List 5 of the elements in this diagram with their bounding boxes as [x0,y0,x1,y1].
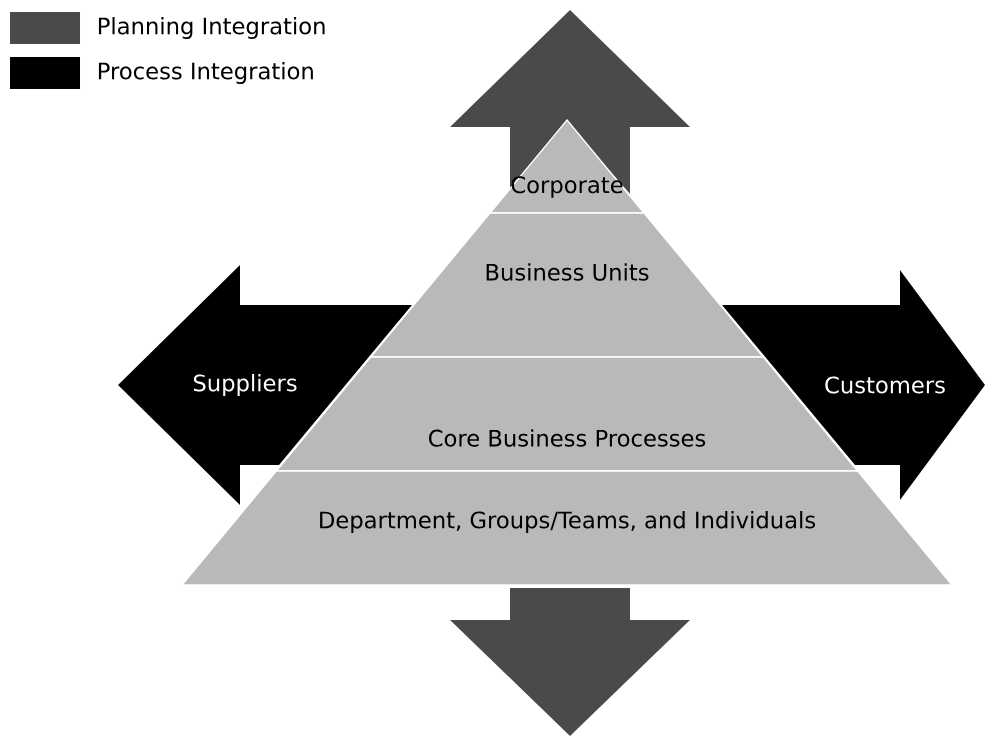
arrow-box: Suppliers [118,265,412,505]
legend-label: Process Integration [98,62,313,84]
arrow-box: Customers [722,270,985,500]
arrow-shape [450,588,690,736]
legend-label: Planning Integration [98,17,325,39]
